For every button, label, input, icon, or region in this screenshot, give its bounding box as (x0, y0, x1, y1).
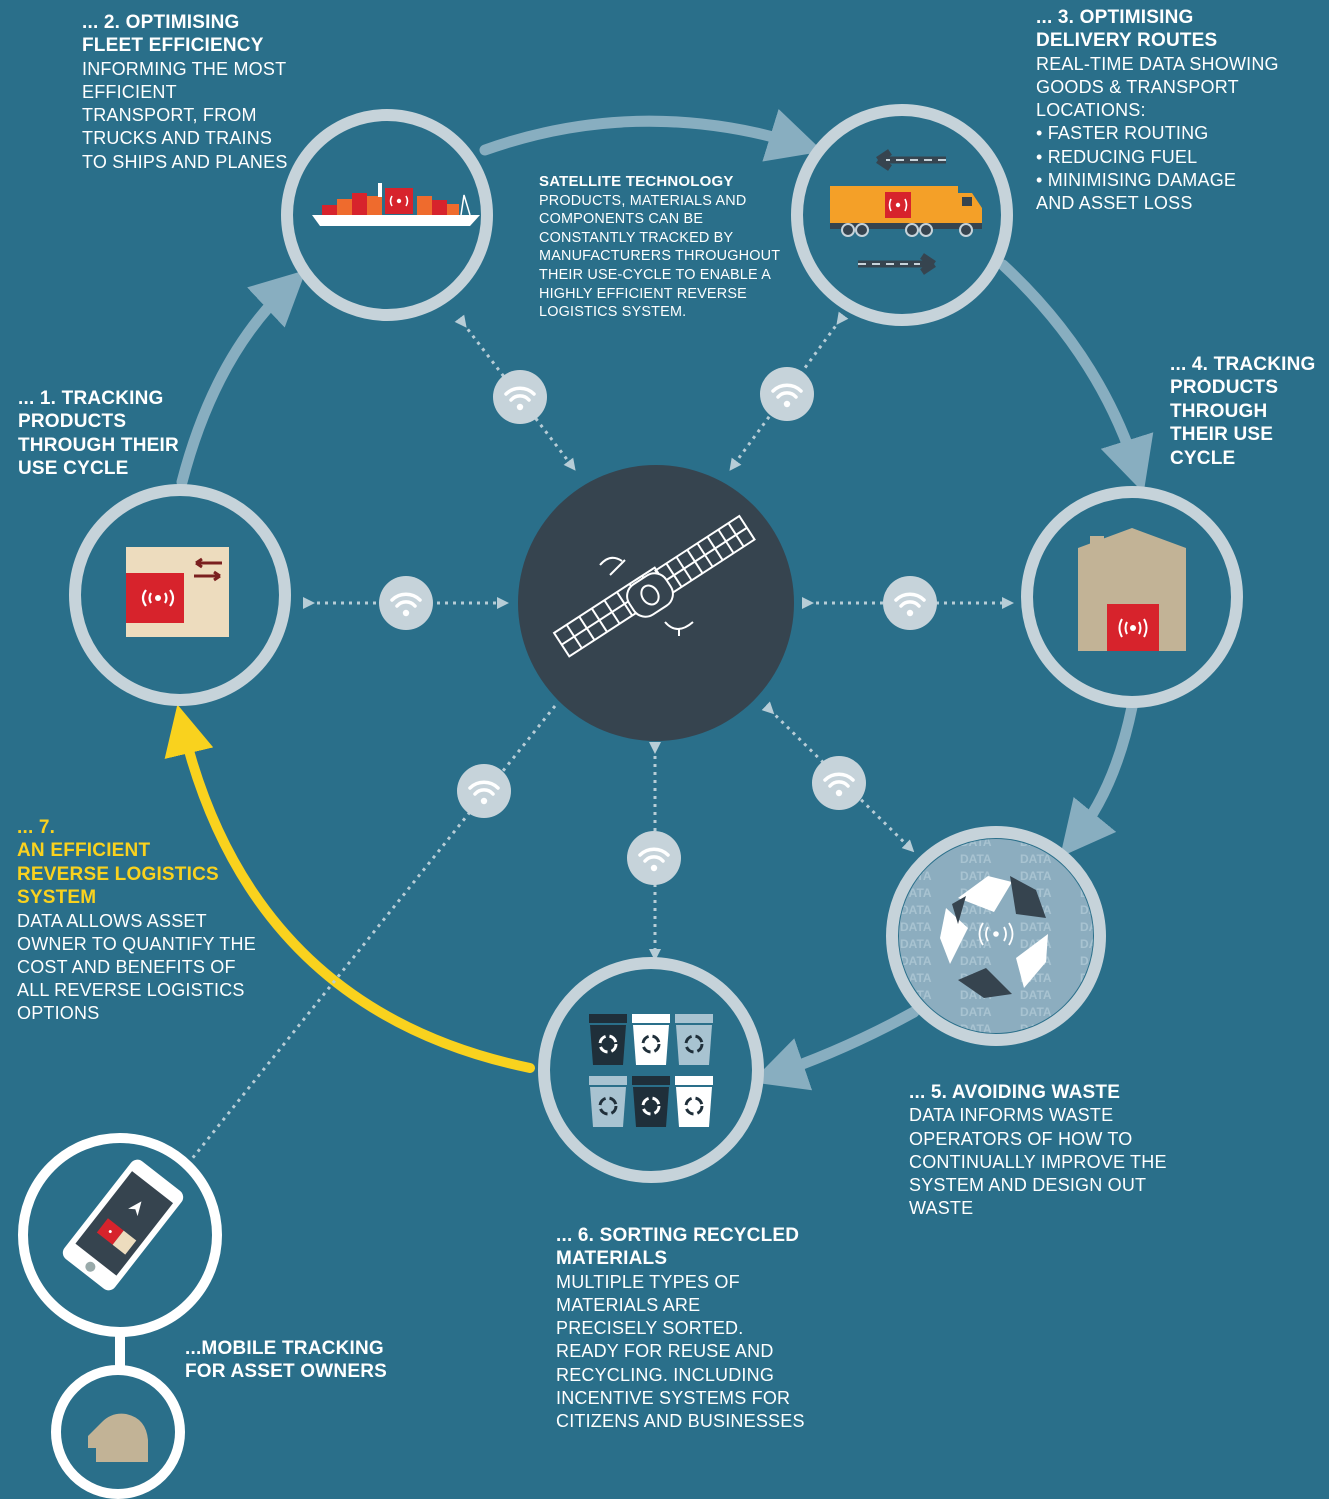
delivery-truck-icon (830, 149, 982, 275)
step-7-label: ... 7. AN EFFICIENT REVERSE LOGISTICS SY… (17, 816, 257, 1026)
step-6-body: MULTIPLE TYPES OF MATERIALS ARE PRECISEL… (556, 1271, 805, 1432)
wifi-icon (760, 367, 814, 421)
step-2-label: ... 2. OPTIMISING FLEET EFFICIENCY INFOR… (82, 11, 297, 174)
step-5-label: ... 5. AVOIDING WASTE DATA INFORMS WASTE… (909, 1081, 1179, 1220)
wifi-icon (493, 370, 547, 424)
step-6-label: ... 6. SORTING RECYCLED MATERIALS MULTIP… (556, 1224, 806, 1433)
step-3-heading: ... 3. OPTIMISING DELIVERY ROUTES (1036, 7, 1218, 52)
step-3-bullet: • MINIMISING DAMAGE AND ASSET LOSS (1036, 169, 1237, 214)
step-7-heading: AN EFFICIENT REVERSE LOGISTICS SYSTEM (17, 840, 219, 909)
recycle-bin-icon (675, 1014, 713, 1065)
arrow-4-to-5 (1060, 701, 1138, 858)
tracked-package-icon (126, 547, 229, 637)
step-4-heading: ... 4. TRACKING PRODUCTS THROUGH THEIR U… (1170, 354, 1316, 469)
step-7-number: ... 7. (17, 817, 56, 838)
satellite-hub (518, 465, 794, 741)
warehouse-icon (1078, 528, 1186, 651)
recycle-bin-icon (589, 1014, 627, 1065)
step-2-body: INFORMING THE MOST EFFICIENT TRANSPORT, … (82, 58, 288, 172)
recycle-bin-icon (632, 1076, 670, 1127)
step-5-body: DATA INFORMS WASTE OPERATORS OF HOW TO C… (909, 1105, 1167, 1219)
recycling-bins-icon (589, 1014, 713, 1127)
arrow-5-to-6 (751, 1006, 920, 1091)
step-6-heading: ... 6. SORTING RECYCLED MATERIALS (556, 1225, 800, 1270)
step-3-bullet: • FASTER ROUTING (1036, 123, 1209, 144)
wifi-icon (379, 576, 433, 630)
satellite-heading: SATELLITE TECHNOLOGY (539, 173, 734, 190)
step-1-heading: ... 1. TRACKING PRODUCTS THROUGH THEIR U… (18, 388, 179, 480)
arrow-3-to-4 (997, 259, 1154, 493)
step-7-body: DATA ALLOWS ASSET OWNER TO QUANTIFY THE … (17, 910, 256, 1024)
wifi-icon (457, 764, 511, 818)
recycle-bin-icon (675, 1076, 713, 1127)
mobile-tracking-label: ...MOBILE TRACKING FOR ASSET OWNERS (185, 1337, 425, 1384)
step-5-heading: ... 5. AVOIDING WASTE (909, 1082, 1121, 1103)
wifi-icon (627, 831, 681, 885)
step-3-body: REAL-TIME DATA SHOWING GOODS & TRANSPORT… (1036, 53, 1279, 121)
wifi-icon (812, 756, 866, 810)
arrow-1-to-2 (176, 269, 307, 488)
cargo-ship-icon (312, 183, 480, 226)
mobile-tracking-heading: ...MOBILE TRACKING FOR ASSET OWNERS (185, 1338, 388, 1383)
satellite-body: PRODUCTS, MATERIALS AND COMPONENTS CAN B… (539, 192, 780, 321)
step-3-label: ... 3. OPTIMISING DELIVERY ROUTES REAL-T… (1036, 6, 1316, 215)
arrow-6-to-1-yellow (164, 704, 535, 1073)
satellite-caption: SATELLITE TECHNOLOGY PRODUCTS, MATERIALS… (539, 173, 789, 322)
step-2-heading: ... 2. OPTIMISING FLEET EFFICIENCY (82, 12, 264, 57)
recycle-bin-icon (589, 1076, 627, 1127)
cycle-arrows (176, 108, 1154, 1091)
satellite-icon (552, 514, 756, 658)
arrow-2-to-3 (479, 108, 824, 162)
step-1-label: ... 1. TRACKING PRODUCTS THROUGH THEIR U… (18, 387, 183, 481)
step-3-bullet: • REDUCING FUEL (1036, 146, 1198, 167)
step-4-label: ... 4. TRACKING PRODUCTS THROUGH THEIR U… (1170, 353, 1328, 470)
recycle-bin-icon (632, 1014, 670, 1065)
node-rings (69, 104, 1243, 1183)
recycle-data-icon (899, 839, 1093, 1033)
mobile-tracking-icon (18, 1133, 222, 1499)
wifi-badges (379, 367, 937, 885)
wifi-icon (883, 576, 937, 630)
